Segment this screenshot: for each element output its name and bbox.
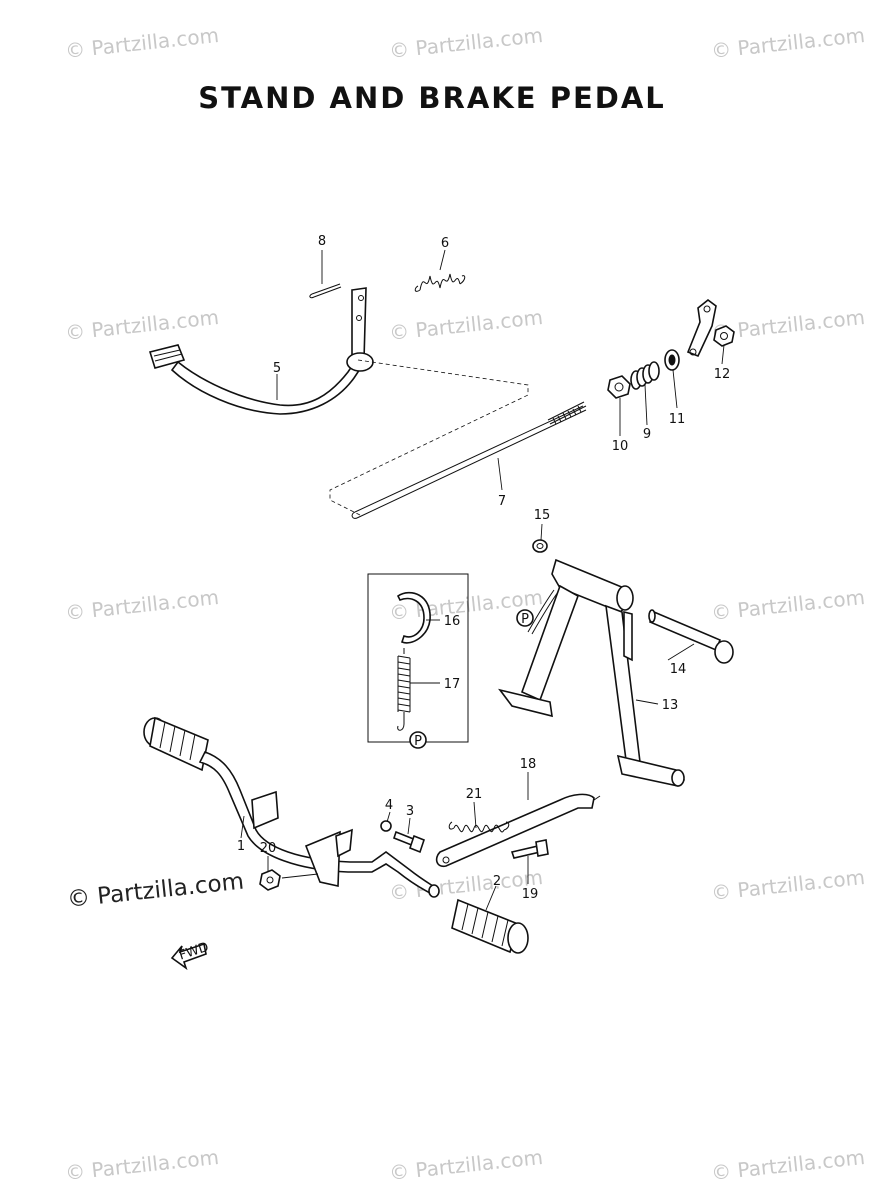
partzilla-watermark: © Partzilla.com — [388, 305, 544, 345]
part-14-pivot-bolt[interactable] — [648, 609, 734, 664]
callout-14: 14 — [670, 662, 687, 677]
assembly-outline — [329, 359, 529, 516]
callout-15: 15 — [534, 508, 551, 523]
callout-10: 10 — [612, 439, 629, 454]
part-10-nut[interactable] — [607, 375, 631, 399]
part-5-brake-pedal[interactable] — [148, 287, 374, 415]
callout-4: 4 — [385, 798, 393, 813]
callout-19: 19 — [522, 887, 539, 902]
callout-17: 17 — [444, 677, 461, 692]
partzilla-watermark: © Partzilla.com — [710, 23, 866, 63]
part-12-nut[interactable] — [713, 325, 735, 347]
part-21-spring[interactable] — [448, 821, 510, 833]
callout-5: 5 — [273, 361, 281, 376]
part-15-washer[interactable] — [532, 539, 548, 553]
partzilla-watermark-main: © Partzilla.com — [66, 869, 245, 913]
callout-labels: 1 2 3 4 5 6 7 8 9 10 11 12 13 14 15 16 1… — [237, 234, 730, 902]
callout-7: 7 — [498, 494, 506, 509]
part-13-main-stand[interactable] — [498, 558, 686, 787]
callout-18: 18 — [520, 757, 537, 772]
partzilla-watermark: © Partzilla.com — [388, 1145, 544, 1185]
part-4-washer[interactable] — [380, 820, 392, 832]
p-mark-stand: P — [516, 609, 534, 627]
watermark-layer: © Partzilla.com © Partzilla.com © Partzill… — [64, 23, 866, 1185]
part-2-footrest-rubber[interactable] — [451, 898, 529, 954]
p-mark-inset: P — [409, 731, 427, 749]
callout-9: 9 — [643, 427, 651, 442]
part-8-cotter-pin[interactable] — [309, 283, 342, 299]
callout-3: 3 — [406, 804, 414, 819]
brake-arm — [686, 298, 717, 358]
callout-16: 16 — [444, 614, 461, 629]
partzilla-watermark: © Partzilla.com — [64, 23, 220, 63]
part-17-spring[interactable] — [397, 648, 411, 731]
p-mark-label: P — [414, 734, 422, 749]
callout-13: 13 — [662, 698, 679, 713]
partzilla-watermark: © Partzilla.com — [710, 585, 866, 625]
fwd-label: FWD — [177, 940, 210, 964]
diagram-title: STAND AND BRAKE PEDAL — [198, 81, 666, 115]
part-20-nut[interactable] — [259, 869, 281, 891]
callout-8: 8 — [318, 234, 326, 249]
partzilla-watermark: © Partzilla.com — [710, 865, 866, 905]
part-1-footrest-bar[interactable] — [143, 716, 440, 898]
callout-1: 1 — [237, 839, 245, 854]
part-19-bolt[interactable] — [510, 839, 549, 859]
p-mark-label: P — [521, 612, 529, 627]
partzilla-watermark: © Partzilla.com — [388, 23, 544, 63]
partzilla-watermark: © Partzilla.com — [64, 305, 220, 345]
part-9-spring[interactable] — [630, 361, 660, 390]
part-7-brake-rod[interactable] — [351, 401, 587, 519]
partzilla-watermark: © Partzilla.com — [710, 1145, 866, 1185]
partzilla-watermark: © Partzilla.com — [64, 1145, 220, 1185]
callout-2: 2 — [493, 874, 501, 889]
partzilla-watermark: © Partzilla.com — [64, 585, 220, 625]
callout-11: 11 — [669, 412, 686, 427]
part-6-spring[interactable] — [414, 273, 466, 292]
part-3-bolt[interactable] — [393, 830, 425, 854]
callout-6: 6 — [441, 236, 449, 251]
part-18-side-stand[interactable] — [435, 793, 601, 868]
leader-lines — [240, 249, 725, 911]
fwd-arrow-icon: FWD — [170, 940, 211, 971]
callout-21: 21 — [466, 787, 483, 802]
callout-12: 12 — [714, 367, 731, 382]
part-16-spring-hook[interactable] — [396, 591, 431, 644]
callout-20: 20 — [260, 841, 277, 856]
part-11-joint[interactable] — [664, 349, 680, 371]
